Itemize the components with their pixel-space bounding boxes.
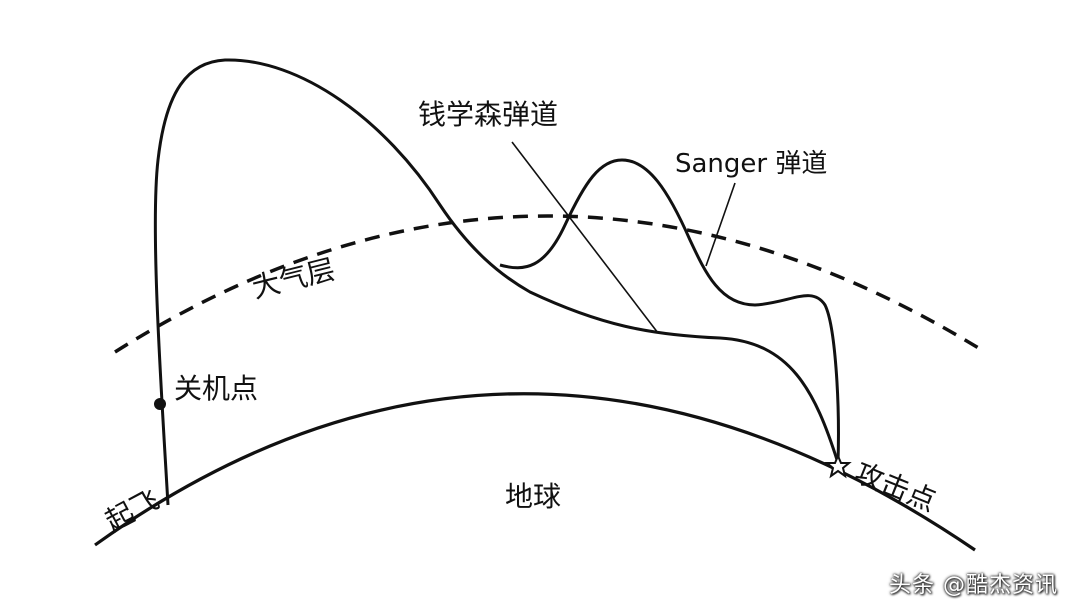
strike-point-label: 攻击点 xyxy=(850,456,940,518)
sanger-trajectory-label: Sanger 弹道 xyxy=(675,149,827,179)
qian-trajectory-curve xyxy=(153,58,840,506)
atmosphere-label: 大气层 xyxy=(249,252,339,304)
qian-label-leader xyxy=(511,141,659,334)
takeoff-label: 起飞 xyxy=(100,483,165,538)
qian-trajectory-label: 钱学森弹道 xyxy=(418,98,558,131)
earth-label: 地球 xyxy=(505,480,561,513)
watermark-text: 头条 @酷杰资讯 xyxy=(889,573,1058,598)
atmosphere-boundary-arc xyxy=(114,214,986,354)
sanger-trajectory-curve xyxy=(499,158,840,464)
engine-cutoff-dot xyxy=(154,398,166,410)
engine-cutoff-label: 关机点 xyxy=(174,372,258,405)
strike-point-star-icon xyxy=(824,453,852,479)
sanger-label-leader xyxy=(705,182,736,267)
